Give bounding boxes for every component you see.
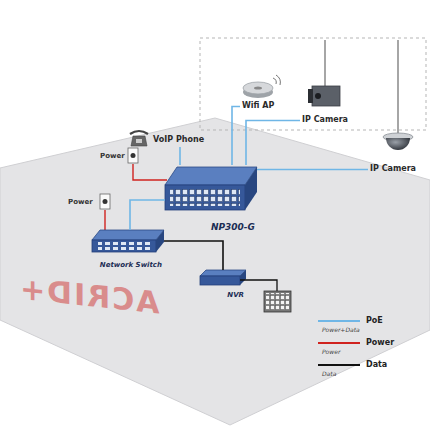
legend-note: Power — [322, 348, 340, 355]
nvr-icon — [200, 270, 246, 285]
network-switch: Network Switch — [92, 230, 164, 270]
ip-phone-icon — [130, 131, 148, 146]
poe-switch: NP300-G — [165, 165, 257, 233]
legend-item: Data — [318, 360, 387, 369]
node-text: NVR — [227, 291, 244, 299]
watermark: ACRID+ — [18, 271, 160, 321]
node-text: IP Camera — [302, 115, 348, 124]
legend-line-sample — [318, 342, 360, 344]
ip-camera: IP Camera — [300, 114, 352, 127]
power-wire — [133, 164, 167, 180]
legend-item: Power — [318, 338, 394, 347]
wifi-ap: Wifi AP — [240, 100, 279, 113]
power-wire — [104, 210, 105, 232]
legend-line-sample — [318, 364, 360, 366]
legend-note: Data — [322, 370, 336, 377]
legend-line-sample — [318, 320, 360, 322]
ip-phone: VoIP Phone — [151, 134, 209, 147]
connector — [179, 147, 181, 165]
floor — [0, 118, 430, 425]
ip-camera: IP Camera — [368, 163, 420, 176]
ip-camera-icon — [308, 40, 340, 106]
power-outlet — [128, 148, 138, 163]
legend-text: Power — [366, 338, 394, 347]
power-outlet — [100, 194, 110, 209]
data-wire — [240, 280, 277, 291]
node-text: VoIP Phone — [153, 135, 204, 144]
power-label: Power — [100, 152, 125, 160]
legend-text: PoE — [366, 316, 383, 325]
monitor-icon — [264, 291, 291, 312]
legend-note: Power+Data — [322, 326, 360, 333]
connector — [130, 200, 165, 230]
node-text: Network Switch — [100, 261, 162, 269]
connector — [164, 241, 223, 270]
wall-region — [200, 38, 426, 130]
poe-switch-icon — [165, 167, 257, 210]
legend-text: Data — [366, 360, 387, 369]
connector — [257, 169, 368, 171]
network-switch-icon — [92, 230, 164, 252]
node-text: NP300-G — [211, 222, 255, 232]
wifi-ap-icon — [243, 75, 280, 98]
node-text: Wifi AP — [242, 101, 274, 110]
nvr: NVR — [200, 270, 246, 300]
connector — [246, 121, 300, 166]
legend-item: PoE — [318, 316, 383, 325]
connector — [232, 107, 240, 166]
node-text: IP Camera — [370, 164, 416, 173]
dome-camera-icon — [383, 40, 413, 150]
power-label: Power — [68, 198, 93, 206]
